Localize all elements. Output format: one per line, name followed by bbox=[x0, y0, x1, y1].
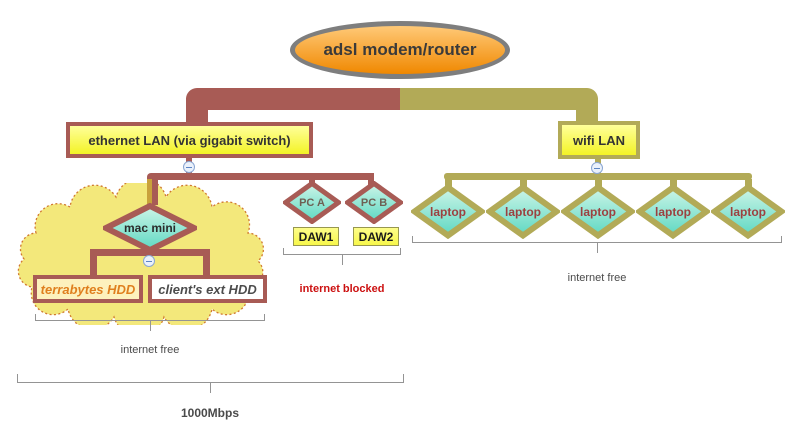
node-label: ethernet LAN (via gigabit switch) bbox=[88, 132, 291, 148]
collapse-icon-wifi[interactable] bbox=[591, 162, 603, 174]
note-internet-blocked: internet blocked bbox=[299, 283, 385, 295]
node-laptop-3[interactable]: laptop bbox=[561, 184, 635, 239]
connector-laptop5-drop bbox=[745, 179, 752, 188]
diamond-shape bbox=[486, 184, 560, 239]
connector-laptop3-drop bbox=[595, 179, 602, 188]
node-laptop-2[interactable]: laptop bbox=[486, 184, 560, 239]
connector-ethernet-bus bbox=[147, 173, 374, 180]
connector-modem-ethernet bbox=[186, 88, 400, 110]
diamond-shape bbox=[283, 181, 341, 224]
connector-hdd-left-drop bbox=[90, 249, 97, 277]
collapse-icon-mac-mini[interactable] bbox=[143, 255, 155, 267]
node-label: DAW2 bbox=[358, 229, 394, 244]
bracket-cloud-group bbox=[35, 314, 265, 331]
connector-modem-ethernet-drop bbox=[186, 98, 208, 127]
node-label: client's ext HDD bbox=[158, 281, 257, 297]
node-pc-a[interactable]: PC A bbox=[283, 181, 341, 224]
collapse-icon-ethernet[interactable] bbox=[183, 161, 195, 173]
node-daw1[interactable]: DAW1 bbox=[293, 227, 339, 246]
connector-hdd-right-drop bbox=[203, 249, 210, 277]
node-label: terrabytes HDD bbox=[40, 281, 136, 297]
connector-laptop1-drop bbox=[445, 179, 452, 188]
node-ethernet-lan[interactable]: ethernet LAN (via gigabit switch) bbox=[66, 122, 313, 158]
node-laptop-5[interactable]: laptop bbox=[711, 184, 785, 239]
connector-laptop2-drop bbox=[520, 179, 527, 188]
node-label: laptop bbox=[430, 204, 466, 219]
node-terrabytes-hdd[interactable]: terrabytes HDD bbox=[33, 275, 143, 303]
node-label: PC A bbox=[299, 196, 325, 209]
node-adsl-modem-router[interactable]: adsl modem/router bbox=[290, 21, 510, 79]
connector-modem-wifi bbox=[400, 88, 598, 110]
connector-macmini-drop bbox=[152, 179, 158, 205]
bracket-bandwidth bbox=[17, 374, 404, 393]
node-wifi-lan[interactable]: wifi LAN bbox=[558, 121, 640, 159]
node-laptop-4[interactable]: laptop bbox=[636, 184, 710, 239]
note-wifi-internet-free: internet free bbox=[567, 272, 627, 284]
connector-cloud-drop bbox=[147, 179, 152, 206]
note-bandwidth: 1000Mbps bbox=[180, 406, 240, 420]
note-cloud-internet-free: internet free bbox=[120, 344, 180, 356]
node-laptop-1[interactable]: laptop bbox=[411, 184, 485, 239]
node-clients-ext-hdd[interactable]: client's ext HDD bbox=[148, 275, 267, 303]
node-label: laptop bbox=[730, 204, 766, 219]
connector-laptop4-drop bbox=[670, 179, 677, 188]
diamond-shape bbox=[711, 184, 785, 239]
node-label: adsl modem/router bbox=[323, 40, 477, 59]
bracket-wifi-group bbox=[412, 236, 782, 253]
diamond-shape bbox=[561, 184, 635, 239]
diamond-shape bbox=[636, 184, 710, 239]
node-label: PC B bbox=[360, 196, 388, 209]
connector-modem-wifi-drop bbox=[576, 98, 598, 124]
node-daw2[interactable]: DAW2 bbox=[353, 227, 399, 246]
node-label: laptop bbox=[580, 204, 616, 219]
node-label: mac mini bbox=[123, 221, 177, 235]
diamond-shape bbox=[411, 184, 485, 239]
node-label: wifi LAN bbox=[573, 132, 625, 148]
bracket-pc-group bbox=[283, 248, 401, 265]
node-label: laptop bbox=[655, 204, 691, 219]
diamond-shape bbox=[103, 203, 197, 253]
node-mac-mini[interactable]: mac mini bbox=[103, 203, 197, 253]
diamond-shape bbox=[345, 181, 403, 224]
node-label: DAW1 bbox=[298, 229, 334, 244]
node-label: laptop bbox=[505, 204, 541, 219]
connector-wifi-bus bbox=[444, 173, 752, 180]
node-pc-b[interactable]: PC B bbox=[345, 181, 403, 224]
